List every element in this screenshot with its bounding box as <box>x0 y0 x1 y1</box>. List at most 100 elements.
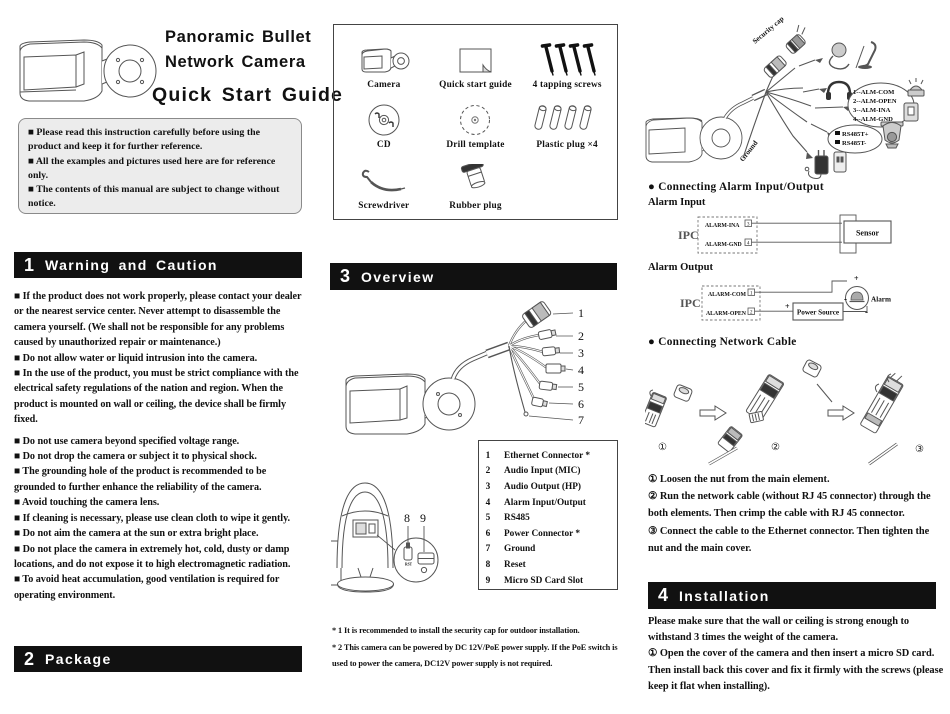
alarm-output-wiring-diagram: IPC ALARM-COM 1 ALARM-OPEN 2 + Alarm - +… <box>680 274 891 321</box>
section-number: 3 <box>340 266 351 286</box>
warning-item: ■ Do not use camera beyond specified vol… <box>14 435 240 447</box>
package-item-plastic-plug: Plastic plug ×4 <box>521 94 613 155</box>
plastic-plug-icon <box>534 105 592 131</box>
warning-item: ■ In the use of the product, you must be… <box>14 368 299 426</box>
security-cap-label: Security cap <box>751 15 785 46</box>
step-mark-1: ① <box>658 442 667 453</box>
package-item-label: 4 tapping screws <box>532 79 602 90</box>
network-cable-assembly-diagram: ① ② <box>645 359 924 466</box>
footnote-2: * 2 This camera can be powered by DC 12V… <box>332 643 618 668</box>
section-bar-installation: 4 Installation <box>648 582 936 609</box>
package-item-drill-template: Drill template <box>430 94 522 155</box>
warning-item: ■ Do not allow water or liquid intrusion… <box>14 352 258 364</box>
plus-sign: + <box>854 274 859 283</box>
overview-cable-diagram: 1 2 3 4 5 6 7 <box>345 301 584 435</box>
installation-para: ① Open the cover of the camera and then … <box>648 648 944 692</box>
step-mark-2: ② <box>771 442 780 453</box>
section-title: Overview <box>361 268 435 285</box>
warning-item: ■ Do not drop the camera or subject it t… <box>14 451 257 463</box>
legend-label: Micro SD Card Slot <box>504 575 584 586</box>
overview-callout-4: 4 <box>578 363 584 377</box>
package-empty-cell <box>521 154 613 215</box>
minus-sign: - <box>865 307 868 317</box>
headphones-icon <box>802 80 852 100</box>
step-mark-3: ③ <box>915 444 924 455</box>
network-step: ③ Connect the cable to the Ethernet conn… <box>648 525 930 554</box>
minus-sign: - <box>844 294 847 304</box>
legend-label: Ground <box>504 544 536 555</box>
section-number: 4 <box>658 585 669 605</box>
legend-row: 5 RS485 <box>479 510 617 526</box>
rubber-plug-icon <box>461 164 486 189</box>
siren-icon <box>907 78 925 97</box>
tapping-screws-icon <box>540 42 596 76</box>
section-title: Installation <box>679 587 770 604</box>
alarm-open-label: ALARM-OPEN <box>706 311 747 317</box>
guide-icon <box>459 48 492 73</box>
cd-icon <box>368 104 400 136</box>
section-number: 2 <box>24 648 35 669</box>
legend-label: Power Connector * <box>504 528 581 539</box>
alarm-input-title: Alarm Input <box>648 197 706 208</box>
power-source-label: Power Source <box>797 309 839 317</box>
package-item-label: CD <box>376 140 391 151</box>
notice-box: ■ Please read this instruction carefully… <box>18 118 302 214</box>
package-item-label: Camera <box>367 79 401 90</box>
warning-item: ■ If the product does not work properly,… <box>14 291 302 349</box>
legend-num: 6 <box>485 528 491 539</box>
legend-num: 4 <box>485 497 491 508</box>
legend-label: Alarm Input/Output <box>504 497 586 508</box>
section-bar-overview: 3 Overview <box>330 263 617 290</box>
power-adapter-icon <box>804 150 829 179</box>
legend-row: 7 Ground <box>479 542 617 558</box>
pin-1: 1 <box>750 291 753 296</box>
alarm-gnd-label: ALARM-GND <box>705 242 742 248</box>
legend-row: 4 Alarm Input/Output <box>479 495 617 511</box>
warning-item: ■ The grounding hole of the product is r… <box>14 466 267 493</box>
outlet-icon <box>833 151 847 173</box>
legend-num: 5 <box>485 513 491 524</box>
warning-item: ■ If cleaning is necessary, please use c… <box>14 512 291 524</box>
footnote-1: * 1 It is recommended to install the sec… <box>332 626 580 635</box>
camera-icon <box>361 48 410 73</box>
alm-line-4: 4--ALM-GND <box>853 116 893 123</box>
camera-front-view-diagram: RST 8 9 <box>331 482 439 593</box>
network-cable-heading: ● Connecting Network Cable <box>648 336 797 348</box>
network-step: ② Run the network cable (without RJ 45 c… <box>648 491 931 520</box>
legend-num: 7 <box>485 544 491 555</box>
ptz-dome-icon <box>880 121 904 149</box>
warning-item: ■ To avoid heat accumulation, good venti… <box>14 574 280 601</box>
alm-line-3: 3--ALM-INA <box>853 107 891 114</box>
overview-callout-5: 5 <box>578 380 584 394</box>
rst-label: RST <box>405 563 413 567</box>
overview-callout-1: 1 <box>578 306 584 320</box>
notice-item: ■ All the examples and pictures used her… <box>28 155 276 181</box>
screwdriver-icon <box>361 169 405 192</box>
plus-sign: + <box>785 302 790 311</box>
network-step: ① Loosen the nut from the main element. <box>648 474 830 485</box>
package-item-cd: CD <box>338 94 430 155</box>
alarm-ina-label: ALARM-INA <box>705 223 740 229</box>
ipc-label: IPC <box>678 228 699 242</box>
alarm-bell-icon <box>849 291 865 303</box>
legend-num: 3 <box>485 481 491 492</box>
section-title: Package <box>45 651 112 667</box>
guide-subtitle: Quick Start Guide <box>152 84 344 106</box>
alarm-output-title: Alarm Output <box>648 262 714 273</box>
section-title: Warning and Caution <box>45 257 218 273</box>
sensor-label: Sensor <box>856 229 880 238</box>
drill-template-icon <box>460 105 491 136</box>
pin-3: 3 <box>747 222 750 227</box>
warning-item: ■ Avoid touching the camera lens. <box>14 497 160 509</box>
alarm-input-wiring-diagram: IPC ALARM-INA 3 ALARM-GND 4 Sensor <box>678 214 892 254</box>
ipc-label: IPC <box>680 296 701 310</box>
overview-callout-6: 6 <box>578 397 584 411</box>
section-bar-warning: 1 Warning and Caution <box>14 252 302 278</box>
legend-label: RS485 <box>504 513 530 524</box>
network-steps: ① Loosen the nut from the main element. … <box>648 471 944 557</box>
package-item-guide: Quick start guide <box>430 33 522 94</box>
alm-line-2: 2--ALM-OPEN <box>853 98 897 105</box>
